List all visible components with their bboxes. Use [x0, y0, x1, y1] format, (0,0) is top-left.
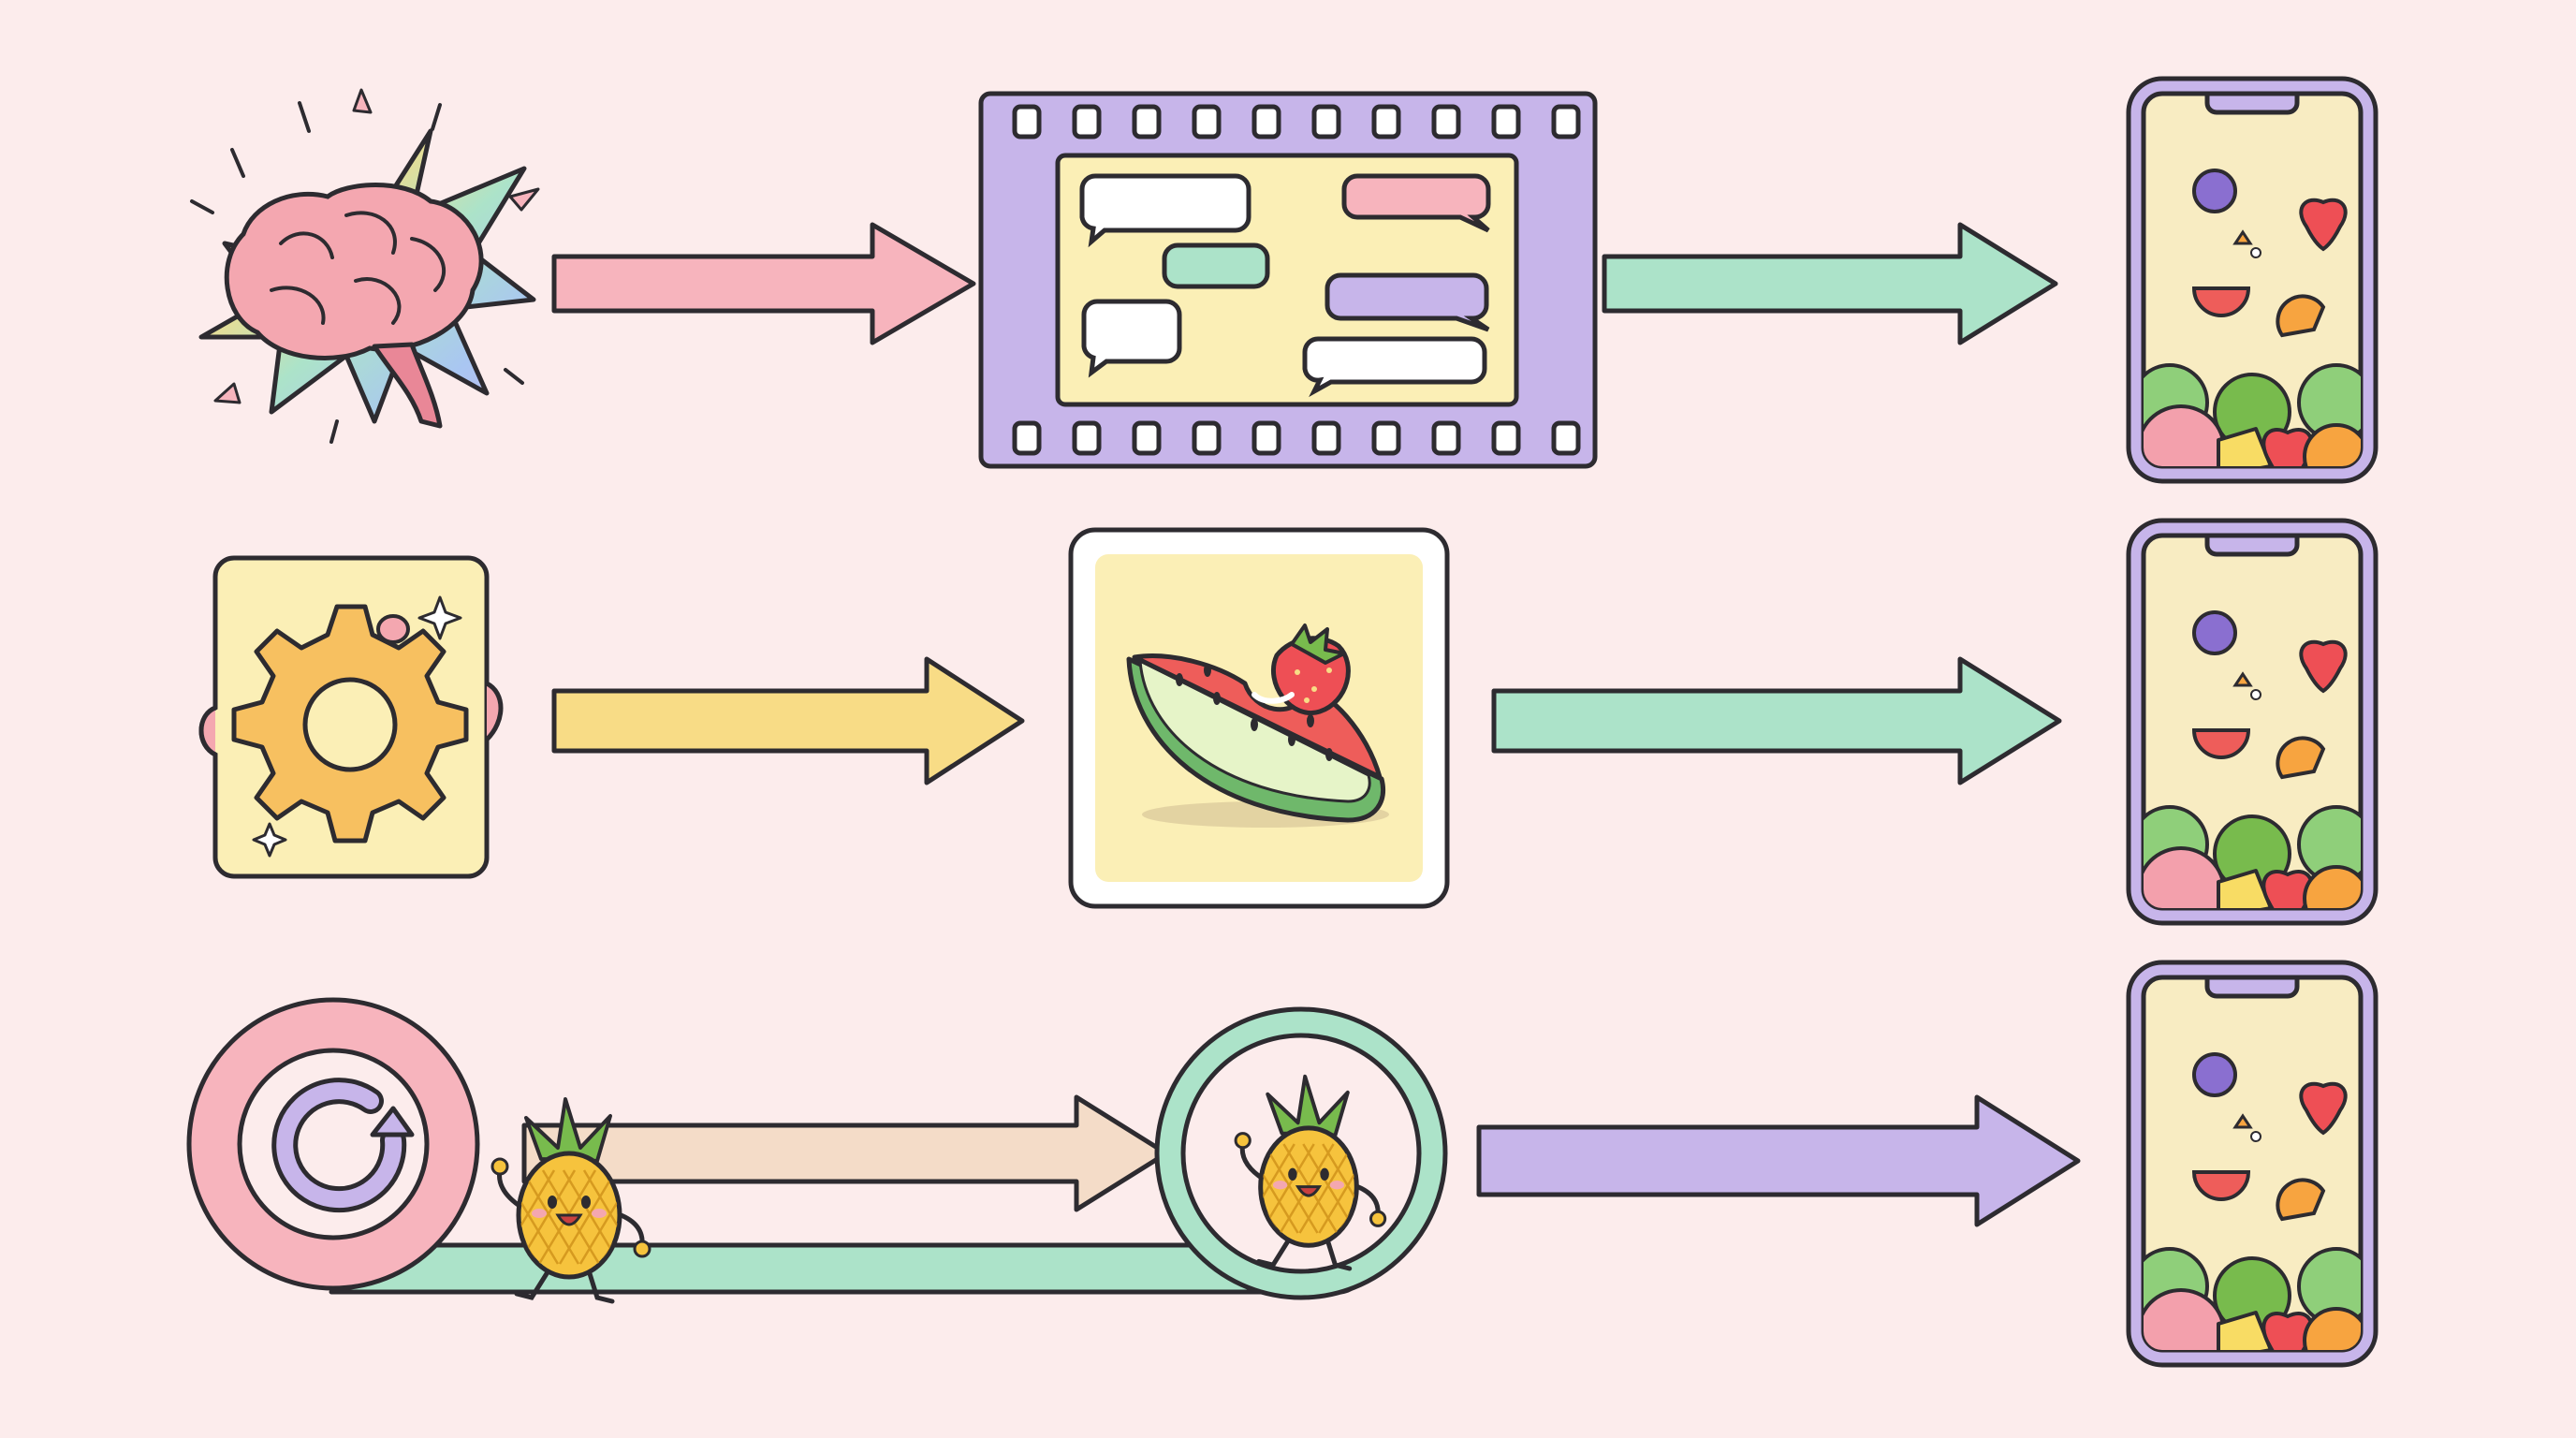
chat-bubble: [1341, 173, 1491, 233]
film-holes-bottom: [1012, 420, 1581, 456]
film-hole: [1371, 104, 1401, 139]
watermelon-slice-icon: [2191, 286, 2251, 317]
film-hole: [1012, 420, 1042, 456]
film-hole: [1491, 104, 1521, 139]
watermelon-slice-icon: [2191, 728, 2251, 759]
film-hole: [1371, 420, 1401, 456]
phone-notch: [2204, 533, 2300, 557]
film-hole: [1192, 104, 1222, 139]
chat-bubble: [1325, 272, 1490, 332]
watermelon-strawberry-card-icon: [1068, 527, 1450, 909]
film-hole: [1251, 104, 1281, 139]
orange-slice-icon: [2276, 736, 2326, 780]
gear-card-icon: [198, 555, 504, 879]
film-hole: [1491, 420, 1521, 456]
pineapple-character-icon: [1234, 1074, 1387, 1271]
arrow-mint-2: [1491, 656, 2062, 785]
refresh-loop-icon: [186, 997, 480, 1291]
chat-bubble: [1079, 173, 1251, 248]
chat-bubble: [1081, 299, 1182, 378]
orange-icon: [2303, 1307, 2361, 1350]
orange-slice-icon: [2276, 1178, 2326, 1222]
arrow-peach: [521, 1094, 1169, 1212]
film-hole: [1251, 420, 1281, 456]
film-hole: [1012, 104, 1042, 139]
orange-slice-icon: [2276, 294, 2326, 338]
film-hole: [1072, 104, 1102, 139]
arrow-lavender: [1476, 1094, 2081, 1227]
chat-bubble: [1162, 242, 1270, 289]
blueberry-icon: [2192, 610, 2237, 655]
phone-fruit-game-icon: [2126, 76, 2378, 484]
film-hole: [1192, 420, 1222, 456]
arrow-yellow: [551, 656, 1025, 785]
brain-burst-icon: [190, 88, 540, 444]
chat-bubble: [1302, 336, 1487, 398]
blueberry-icon: [2192, 1052, 2237, 1097]
film-hole: [1431, 420, 1461, 456]
phone-fruit-game-icon: [2126, 960, 2378, 1368]
arrow-pink: [551, 222, 976, 345]
film-hole: [1132, 104, 1162, 139]
film-hole: [1072, 420, 1102, 456]
phone-notch: [2204, 91, 2300, 115]
strawberry-icon: [2299, 198, 2348, 252]
film-hole: [1132, 420, 1162, 456]
film-holes-top: [1012, 104, 1581, 139]
watermelon-slice-icon: [2191, 1170, 2251, 1201]
arrow-mint: [1602, 222, 2058, 345]
orange-icon: [2303, 865, 2361, 908]
film-hole: [1431, 104, 1461, 139]
strawberry-icon: [2299, 1081, 2348, 1136]
pineapple-character-icon: [490, 1097, 651, 1304]
strawberry-icon: [2299, 639, 2348, 694]
film-hole: [1311, 420, 1341, 456]
blueberry-icon: [2192, 169, 2237, 213]
orange-icon: [2303, 423, 2361, 466]
film-hole: [1551, 420, 1581, 456]
film-hole: [1551, 104, 1581, 139]
film-strip-chat-icon: [978, 91, 1598, 469]
phone-notch: [2204, 975, 2300, 999]
phone-fruit-game-icon: [2126, 518, 2378, 926]
film-hole: [1311, 104, 1341, 139]
